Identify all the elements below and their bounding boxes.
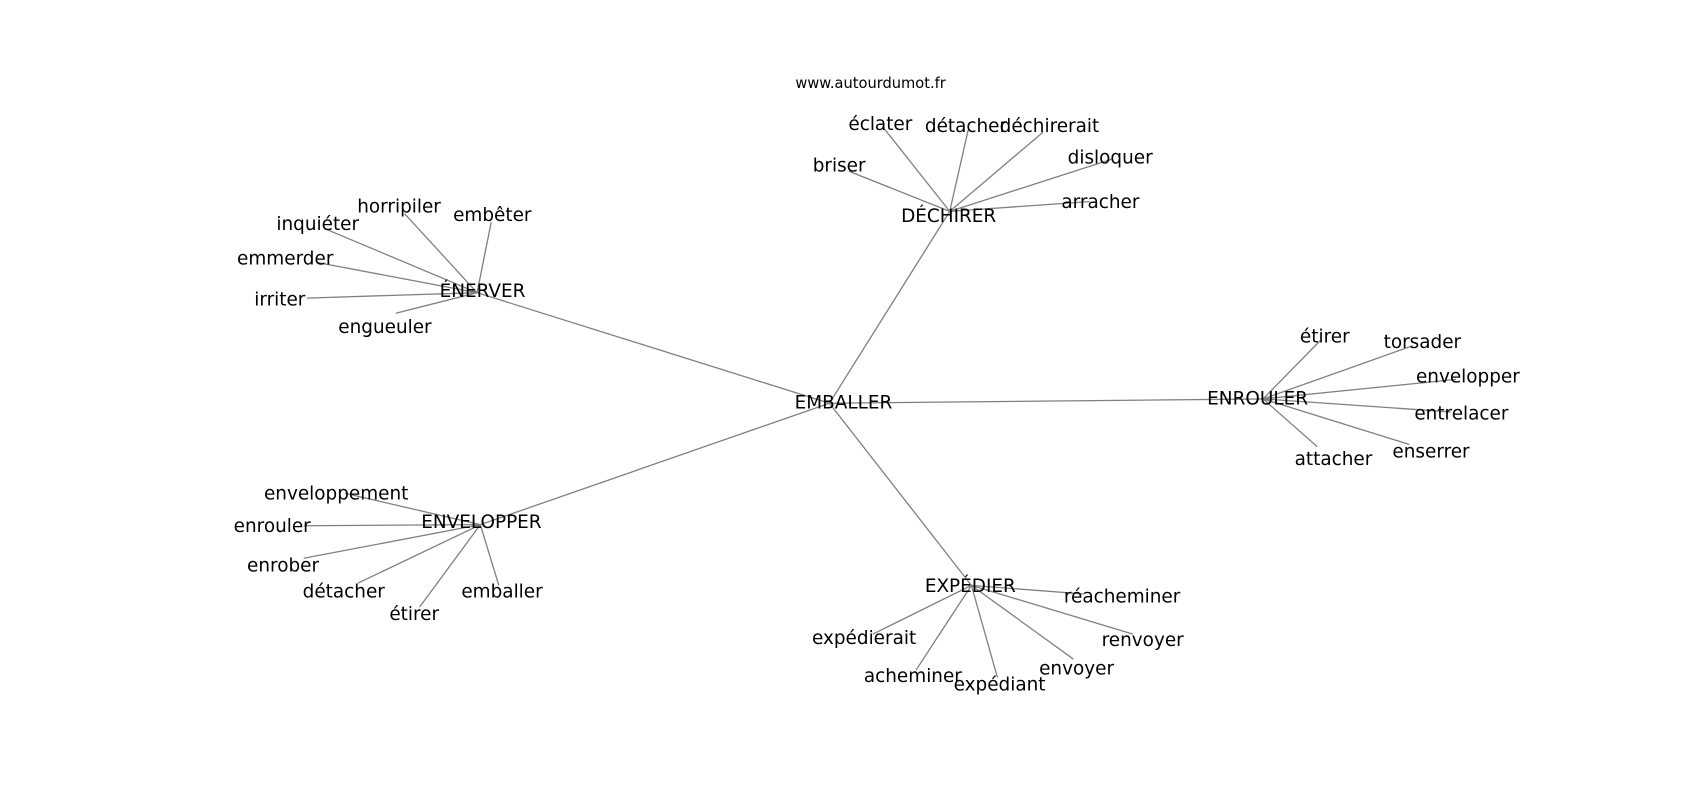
hub-node-label: DÉCHIRER	[901, 205, 996, 227]
leaf-node-label: entrelacer	[1414, 404, 1509, 425]
leaf-node-label: détacher	[925, 116, 1008, 137]
leaf-node-label: disloquer	[1068, 148, 1153, 169]
edge-hub-to-leaf	[419, 524, 481, 608]
leaf-node-label: emmerder	[237, 248, 334, 269]
edges	[303, 127, 1457, 678]
leaf-node-label: embêter	[453, 205, 532, 226]
edge-hub-to-leaf	[1262, 398, 1410, 446]
leaf-node-label: arracher	[1061, 192, 1139, 213]
edge-hub-to-leaf	[327, 229, 478, 294]
leaf-node-label: éclater	[848, 114, 912, 135]
edge-hub-to-leaf	[1262, 378, 1457, 400]
leaf-node-label: réacheminer	[1064, 587, 1181, 608]
leaf-node-label: envoyer	[1039, 658, 1114, 679]
edge-hub-to-leaf	[971, 584, 1085, 595]
edge-hub-to-leaf	[971, 584, 1134, 635]
leaf-node-label: engueuler	[338, 317, 432, 338]
edge-hub-to-leaf	[949, 131, 1044, 212]
edge-hub-to-leaf	[403, 213, 478, 294]
edge-hub-to-leaf	[479, 524, 500, 586]
edge-hub-to-leaf	[316, 261, 478, 294]
edge-center-to-hub	[828, 211, 951, 404]
hub-node-label: ÉNERVER	[440, 280, 526, 302]
leaf-node-label: enveloppement	[264, 484, 408, 505]
leaf-node-label: enserrer	[1392, 441, 1470, 462]
leaf-node-label: acheminer	[864, 666, 962, 687]
leaf-node-label: attacher	[1295, 449, 1373, 470]
edge-hub-to-leaf	[848, 170, 950, 212]
center-node-label: EMBALLER	[795, 393, 893, 414]
edge-hub-to-leaf	[303, 524, 481, 527]
edge-hub-to-leaf	[306, 292, 478, 299]
edge-hub-to-leaf	[344, 492, 481, 526]
hub-node-label: EXPÉDIER	[925, 575, 1016, 597]
edge-hub-to-leaf	[949, 129, 969, 212]
edge-center-to-hub	[829, 398, 1264, 404]
edge-center-to-hub	[476, 292, 830, 404]
leaf-node-label: étirer	[389, 604, 439, 625]
edge-hub-to-leaf	[1262, 398, 1318, 448]
site-watermark: www.autourdumot.fr	[795, 75, 946, 92]
edge-center-to-hub	[828, 402, 972, 586]
edge-hub-to-leaf	[303, 524, 481, 559]
leaf-node-label: expédiant	[954, 675, 1046, 696]
leaf-node-label: enrober	[247, 555, 319, 576]
leaf-node-label: horripiler	[357, 196, 441, 217]
edge-center-to-hub	[480, 402, 830, 526]
labels: www.autourdumot.fr EMBALLER ÉNERVER horri…	[234, 75, 1521, 696]
leaf-node-label: irriter	[254, 290, 306, 311]
edge-hub-to-leaf	[949, 158, 1112, 213]
leaf-node-label: envelopper	[1416, 367, 1520, 388]
leaf-node-label: emballer	[461, 581, 543, 602]
edge-hub-to-leaf	[970, 585, 999, 678]
hub-node-label: ENVELOPPER	[421, 512, 542, 533]
edge-hub-to-leaf	[949, 200, 1090, 213]
edge-hub-to-leaf	[872, 584, 972, 635]
leaf-node-label: briser	[813, 155, 866, 176]
leaf-node-label: torsader	[1384, 332, 1462, 353]
leaf-node-label: inquiéter	[276, 214, 359, 235]
edge-hub-to-leaf	[395, 292, 478, 314]
hub-node-label: ENROULER	[1207, 388, 1308, 409]
edge-hub-to-leaf	[1262, 398, 1451, 413]
leaf-node-label: déchirerait	[1000, 116, 1100, 137]
leaf-node-label: expédierait	[812, 628, 916, 649]
edge-hub-to-leaf	[1262, 345, 1413, 400]
edge-hub-to-leaf	[357, 524, 481, 584]
leaf-node-label: renvoyer	[1102, 630, 1185, 651]
edge-hub-to-leaf	[883, 127, 951, 212]
leaf-node-label: détacher	[303, 581, 386, 602]
leaf-node-label: enrouler	[234, 516, 312, 537]
edge-hub-to-leaf	[476, 222, 492, 293]
edge-hub-to-leaf	[915, 585, 972, 671]
leaf-node-label: étirer	[1300, 327, 1350, 348]
edge-hub-to-leaf	[1262, 339, 1321, 400]
edge-hub-to-leaf	[971, 584, 1074, 660]
